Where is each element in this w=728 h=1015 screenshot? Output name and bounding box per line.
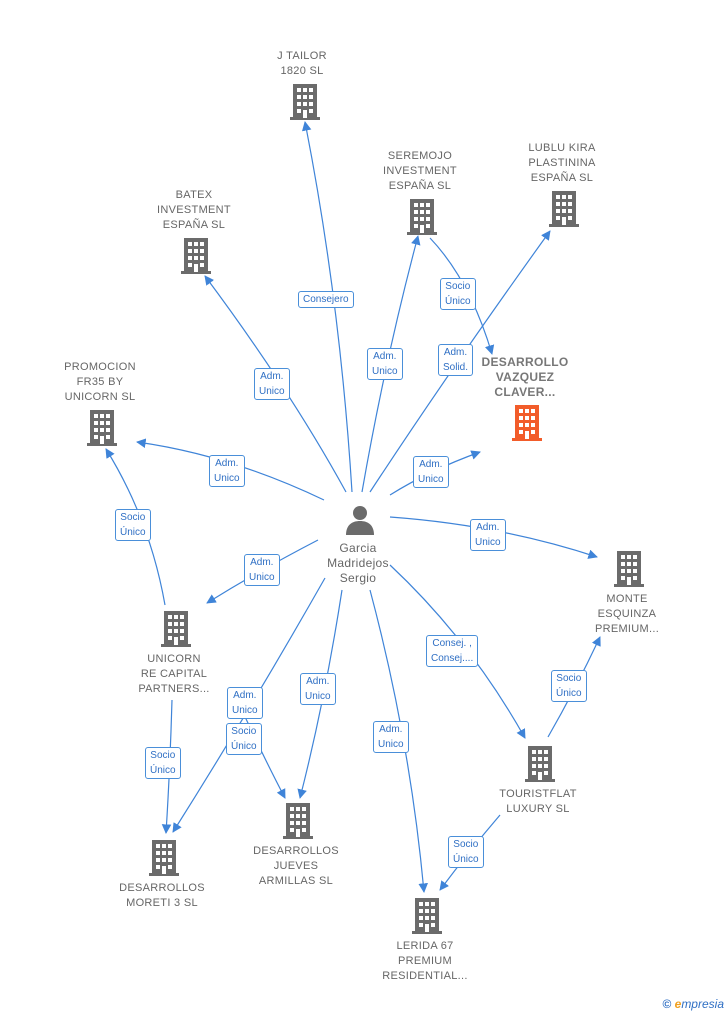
building-icon[interactable] (407, 199, 437, 235)
node-monte-label[interactable]: MONTE ESQUINZA PREMIUM... (594, 593, 660, 635)
building-icon[interactable] (87, 410, 117, 446)
footer-brand: © empresia (662, 997, 724, 1011)
building-icon[interactable] (283, 803, 313, 839)
edge-label: Socio Único (145, 747, 181, 779)
building-icon[interactable] (512, 405, 542, 441)
edge-label: Socio Único (448, 836, 484, 868)
node-lublu-label[interactable]: LUBLU KIRA PLASTININA ESPAÑA SL (528, 142, 596, 184)
building-icon[interactable] (525, 746, 555, 782)
node-desjueves-label[interactable]: DESARROLLOS JUEVES ARMILLAS SL (253, 845, 339, 887)
edge-label: Consej. , Consej.... (426, 635, 479, 667)
building-icon[interactable] (614, 551, 644, 587)
node-batex-label[interactable]: BATEX INVESTMENT ESPAÑA SL (157, 189, 231, 231)
node-promocion-label[interactable]: PROMOCION FR35 BY UNICORN SL (64, 361, 136, 403)
edge-label: Adm. Unico (413, 456, 449, 488)
building-icon[interactable] (549, 191, 579, 227)
building-icon[interactable] (412, 898, 442, 934)
building-icon[interactable] (181, 238, 211, 274)
person-icon[interactable] (344, 504, 376, 536)
node-seremojo-label[interactable]: SEREMOJO INVESTMENT ESPAÑA SL (383, 150, 457, 192)
edge-label: Adm. Unico (367, 348, 403, 380)
edge-label: Socio Único (551, 670, 587, 702)
copyright-icon: © (662, 997, 672, 1011)
edge-label: Adm. Unico (227, 687, 263, 719)
center-person-name[interactable]: Garcia Madridejos Sergio (327, 541, 389, 585)
building-icon[interactable] (149, 840, 179, 876)
edge-label: Adm. Solid. (438, 344, 474, 376)
node-jtailor-label[interactable]: J TAILOR 1820 SL (277, 50, 327, 77)
edge-label: Socio Único (440, 278, 476, 310)
edge-label: Socio Único (115, 509, 151, 541)
node-touristflat-label[interactable]: TOURISTFLAT LUXURY SL (499, 788, 577, 815)
edge-label: Adm. Unico (470, 519, 506, 551)
edge-label: Adm. Unico (244, 554, 280, 586)
node-desmoreti-label[interactable]: DESARROLLOS MORETI 3 SL (119, 882, 205, 909)
building-icon[interactable] (161, 611, 191, 647)
node-unicorn-label[interactable]: UNICORN RE CAPITAL PARTNERS... (138, 653, 210, 695)
edge-label: Adm. Unico (373, 721, 409, 753)
building-icon[interactable] (290, 84, 320, 120)
edge-label: Adm. Unico (300, 673, 336, 705)
edge-label: Socio Único (226, 723, 262, 755)
brand-mark: e (674, 997, 682, 1011)
brand-name: mpresia (681, 997, 724, 1011)
edge-label: Consejero (298, 291, 354, 308)
edge-label: Adm. Unico (254, 368, 290, 400)
edge-label: Adm. Unico (209, 455, 245, 487)
node-desvazquez-label[interactable]: DESARROLLO VAZQUEZ CLAVER... (481, 355, 569, 399)
node-lerida-label[interactable]: LERIDA 67 PREMIUM RESIDENTIAL... (382, 940, 468, 982)
